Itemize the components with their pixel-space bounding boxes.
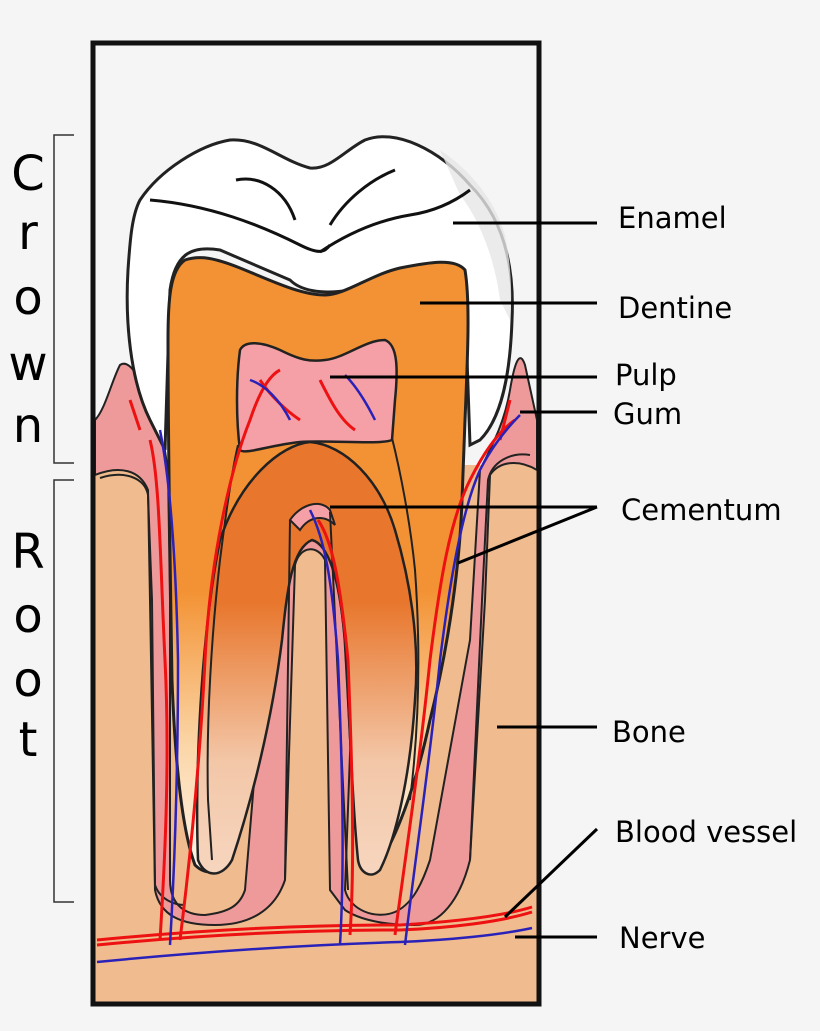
crown-letter: o	[13, 270, 42, 326]
label-blood-vessel: Blood vessel	[615, 815, 797, 849]
root-label: R o o t	[11, 524, 44, 768]
root-letter: t	[19, 712, 38, 768]
label-gum: Gum	[613, 397, 682, 431]
label-pulp: Pulp	[615, 358, 677, 392]
label-bone: Bone	[612, 715, 686, 749]
label-dentine: Dentine	[618, 291, 732, 325]
label-enamel: Enamel	[618, 201, 727, 235]
crown-letter: r	[18, 205, 38, 261]
root-letter: o	[13, 652, 42, 708]
crown-letter: C	[11, 146, 45, 202]
crown-letter: w	[8, 336, 47, 392]
label-nerve: Nerve	[619, 921, 705, 955]
diagram-frame	[90, 40, 542, 1007]
label-cementum: Cementum	[621, 493, 782, 527]
crown-bracket	[53, 134, 74, 464]
crown-letter: n	[13, 398, 43, 454]
root-letter: o	[13, 588, 42, 644]
blood-vessel-leader	[503, 827, 599, 919]
nerves	[96, 374, 533, 964]
cementum-leader-2	[457, 505, 598, 565]
root-bracket	[53, 479, 74, 903]
crown-label: C r o w n	[8, 146, 47, 454]
root-letter: R	[11, 524, 44, 580]
